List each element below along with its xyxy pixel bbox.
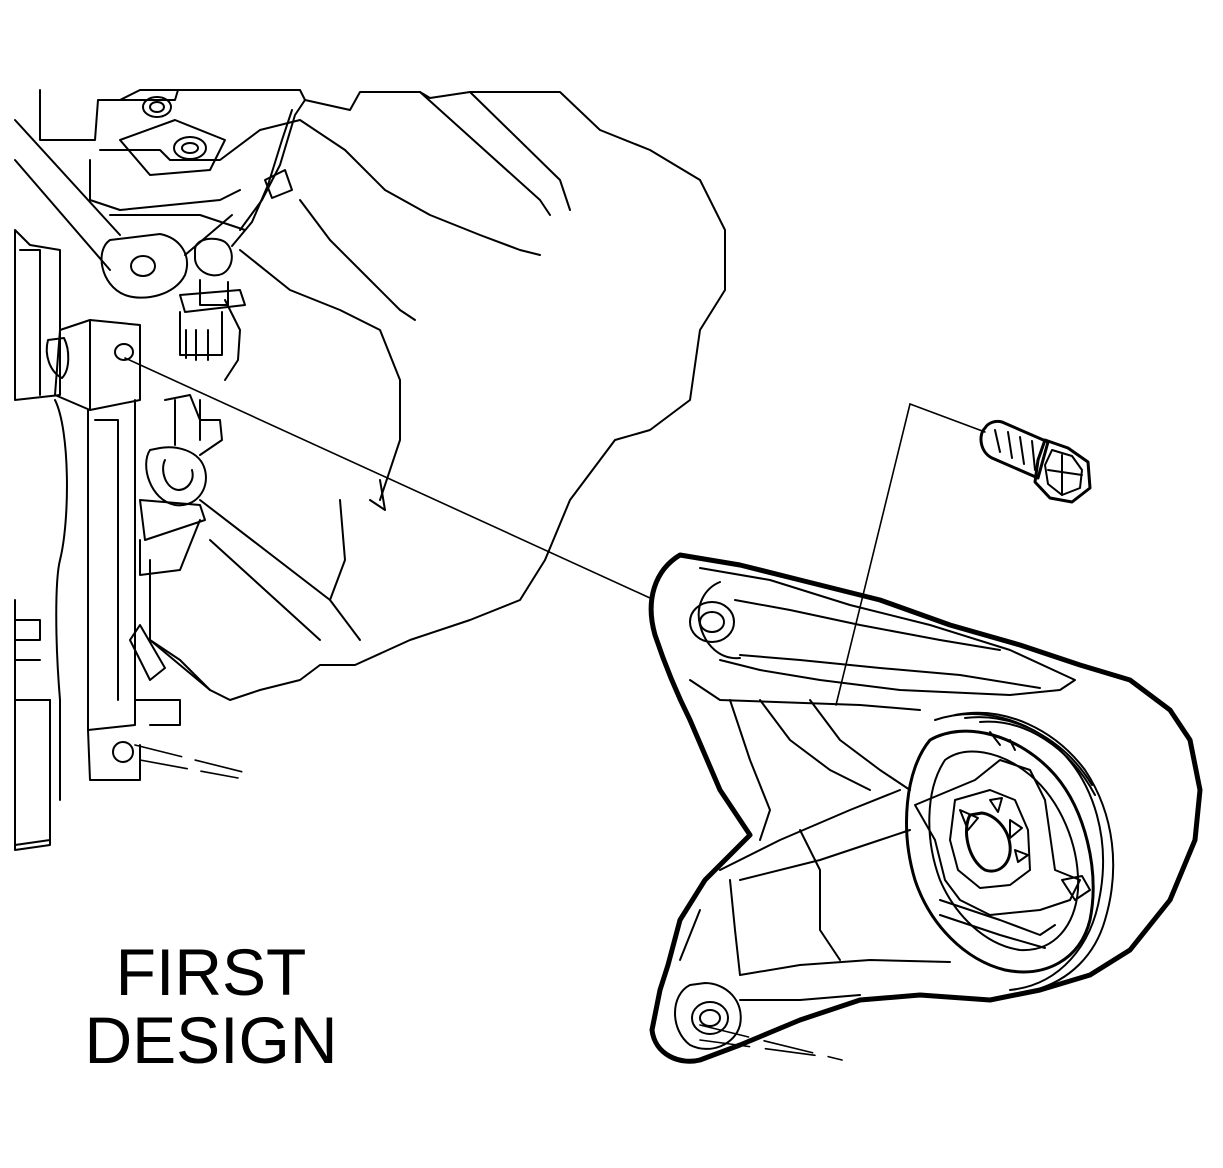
caption-line-first: FIRST [115, 935, 307, 1009]
alignment-lines [124, 357, 986, 1061]
engine-mount-bracket-icon [648, 552, 1203, 1064]
engine-block-icon [14, 89, 726, 851]
caption-line-design: DESIGN [84, 1003, 338, 1077]
bolt-icon [979, 419, 1092, 504]
design-caption: FIRST DESIGN [66, 938, 356, 1074]
